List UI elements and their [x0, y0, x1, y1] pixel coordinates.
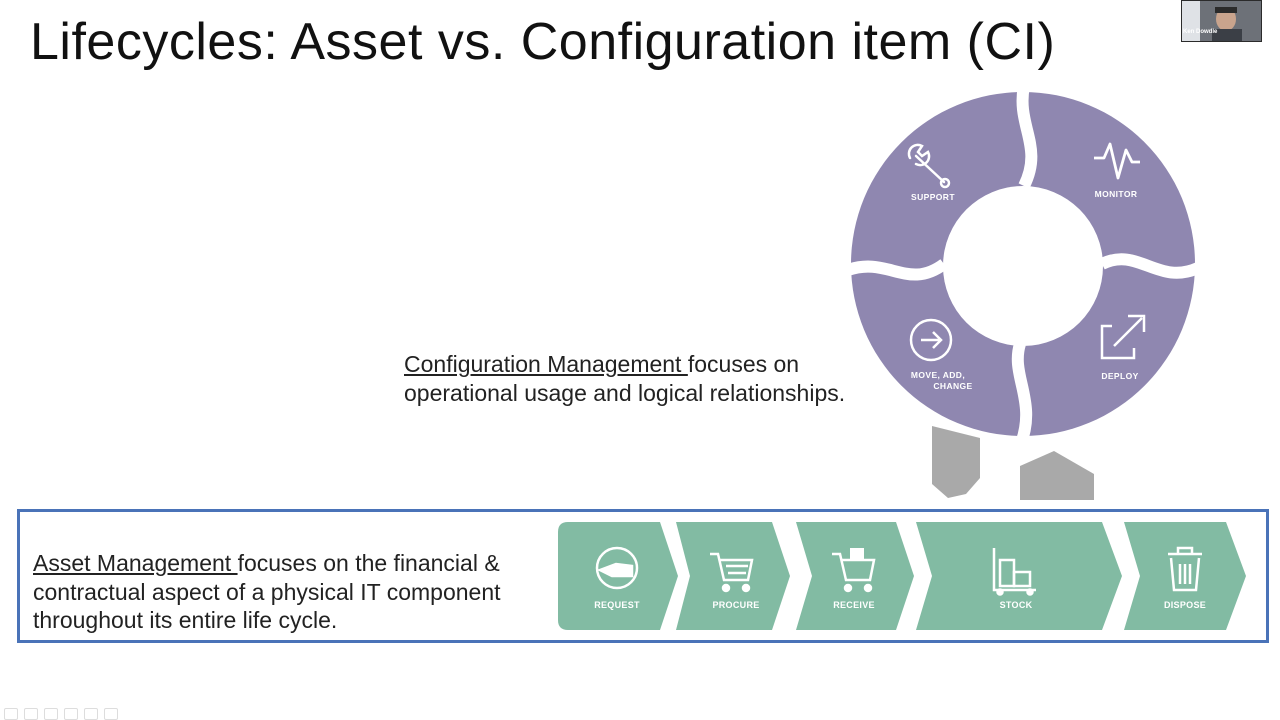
stage-support-label: SUPPORT — [911, 192, 955, 202]
wheel-base-left — [932, 426, 980, 498]
camera-icon[interactable] — [84, 708, 98, 720]
stage-request: REQUEST — [558, 522, 678, 630]
asset-management-term: Asset Management — [33, 550, 238, 576]
webcam-name: Ken Dowdle — [1183, 29, 1218, 35]
stage-stock-label: STOCK — [1000, 600, 1033, 610]
stage-request-label: REQUEST — [594, 600, 640, 610]
webcam-thumbnail[interactable] — [1181, 0, 1262, 42]
stage-support: SUPPORT — [907, 143, 955, 202]
arrow-circle-icon — [909, 318, 953, 362]
stage-receive-label: RECEIVE — [833, 600, 875, 610]
prev-slide-icon[interactable] — [4, 708, 18, 720]
stage-procure: PROCURE — [676, 522, 790, 630]
cart-icon — [710, 552, 754, 593]
stage-stock: STOCK — [916, 522, 1122, 630]
ci-lifecycle-wheel: SUPPORT MONITOR MOVE, ADD, CHANGE DEPLOY — [848, 86, 1198, 500]
stage-deploy-label: DEPLOY — [1101, 371, 1138, 381]
zoom-icon[interactable] — [64, 708, 78, 720]
wheel-base-right — [1020, 451, 1094, 500]
wheel-hub — [943, 186, 1103, 346]
wrench-icon — [907, 143, 951, 189]
stage-move-label: MOVE, ADD, — [911, 370, 965, 380]
pulse-icon — [1094, 142, 1140, 180]
stage-procure-label: PROCURE — [712, 600, 759, 610]
stage-dispose-label: DISPOSE — [1164, 600, 1206, 610]
presentation-toolbar — [4, 708, 118, 720]
stage-receive: RECEIVE — [796, 522, 914, 630]
cart-full-icon — [832, 548, 876, 593]
config-management-desc: focuses on operational usage and logical… — [404, 351, 846, 406]
stage-monitor: MONITOR — [1094, 142, 1140, 199]
asset-management-text: Asset Management focuses on the financia… — [33, 549, 533, 635]
asset-lifecycle-chevrons: REQUEST PROCURE RECEIVE S — [558, 522, 1246, 630]
stage-change-label: CHANGE — [933, 381, 972, 391]
next-slide-icon[interactable] — [24, 708, 38, 720]
stage-monitor-label: MONITOR — [1095, 189, 1138, 199]
stage-dispose: DISPOSE — [1124, 522, 1246, 630]
more-options-icon[interactable] — [104, 708, 118, 720]
config-management-text: Configuration Management focuses on oper… — [404, 350, 854, 407]
asset-management-desc: focuses on the financial & contractual a… — [33, 550, 501, 633]
pen-icon[interactable] — [44, 708, 58, 720]
external-link-icon — [1100, 314, 1146, 360]
trash-icon — [1168, 546, 1202, 592]
config-management-term: Configuration Management — [404, 351, 688, 377]
stage-move-add-change: MOVE, ADD, CHANGE — [909, 318, 972, 391]
boxes-icon — [992, 548, 1036, 596]
presenter-avatar — [1182, 1, 1261, 41]
slide-title: Lifecycles: Asset vs. Configuration item… — [30, 13, 1056, 71]
hand-icon — [595, 546, 639, 590]
stage-deploy: DEPLOY — [1100, 314, 1146, 381]
